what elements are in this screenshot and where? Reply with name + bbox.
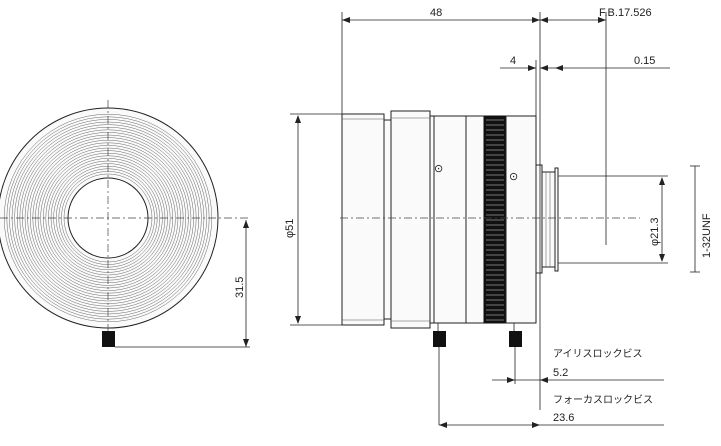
mount-lip — [554, 167, 559, 272]
front-barrel — [341, 113, 385, 326]
focus-lock-screw-label: フォーカスロックビス — [553, 394, 653, 406]
focus-ring — [505, 115, 537, 324]
ring-2 — [465, 115, 485, 324]
mount-flange — [535, 164, 543, 274]
dim-48-label: 48 — [430, 7, 442, 19]
ring-gap-1 — [429, 115, 435, 324]
ring-1 — [390, 110, 431, 329]
iris-lock-screw-label: アイリスロックビス — [553, 348, 643, 360]
arrow-down — [243, 339, 249, 347]
dim-52-label: 5.2 — [553, 367, 568, 379]
knurl-pattern — [486, 119, 504, 321]
dim-51-label: φ51 — [284, 219, 296, 238]
front-view: 31.5 — [0, 100, 250, 348]
front-screw — [102, 331, 115, 347]
dim-fb-label: F.B.17.526 — [599, 7, 652, 19]
dim-thread-label: 1-32UNF — [701, 213, 713, 258]
arrow-up — [243, 220, 249, 228]
dim-213-label: φ21.3 — [649, 217, 661, 246]
iris-ring — [433, 115, 467, 324]
iris-mark: ⊙ — [434, 163, 443, 175]
dim-4-label: 4 — [510, 55, 516, 67]
dim-31-5-label: 31.5 — [234, 277, 246, 298]
dim-236-label: 23.6 — [553, 412, 574, 424]
mount-thread — [541, 171, 556, 268]
focus-lock-screw — [509, 331, 522, 347]
dim-015-label: 0.15 — [634, 55, 655, 67]
side-view: ⊙ ⊙ φ51 48 F.B.17.526 4 — [284, 7, 713, 428]
iris-lock-screw — [433, 331, 446, 347]
focus-mark: ⊙ — [509, 171, 518, 183]
barrel-step-1 — [383, 119, 392, 320]
